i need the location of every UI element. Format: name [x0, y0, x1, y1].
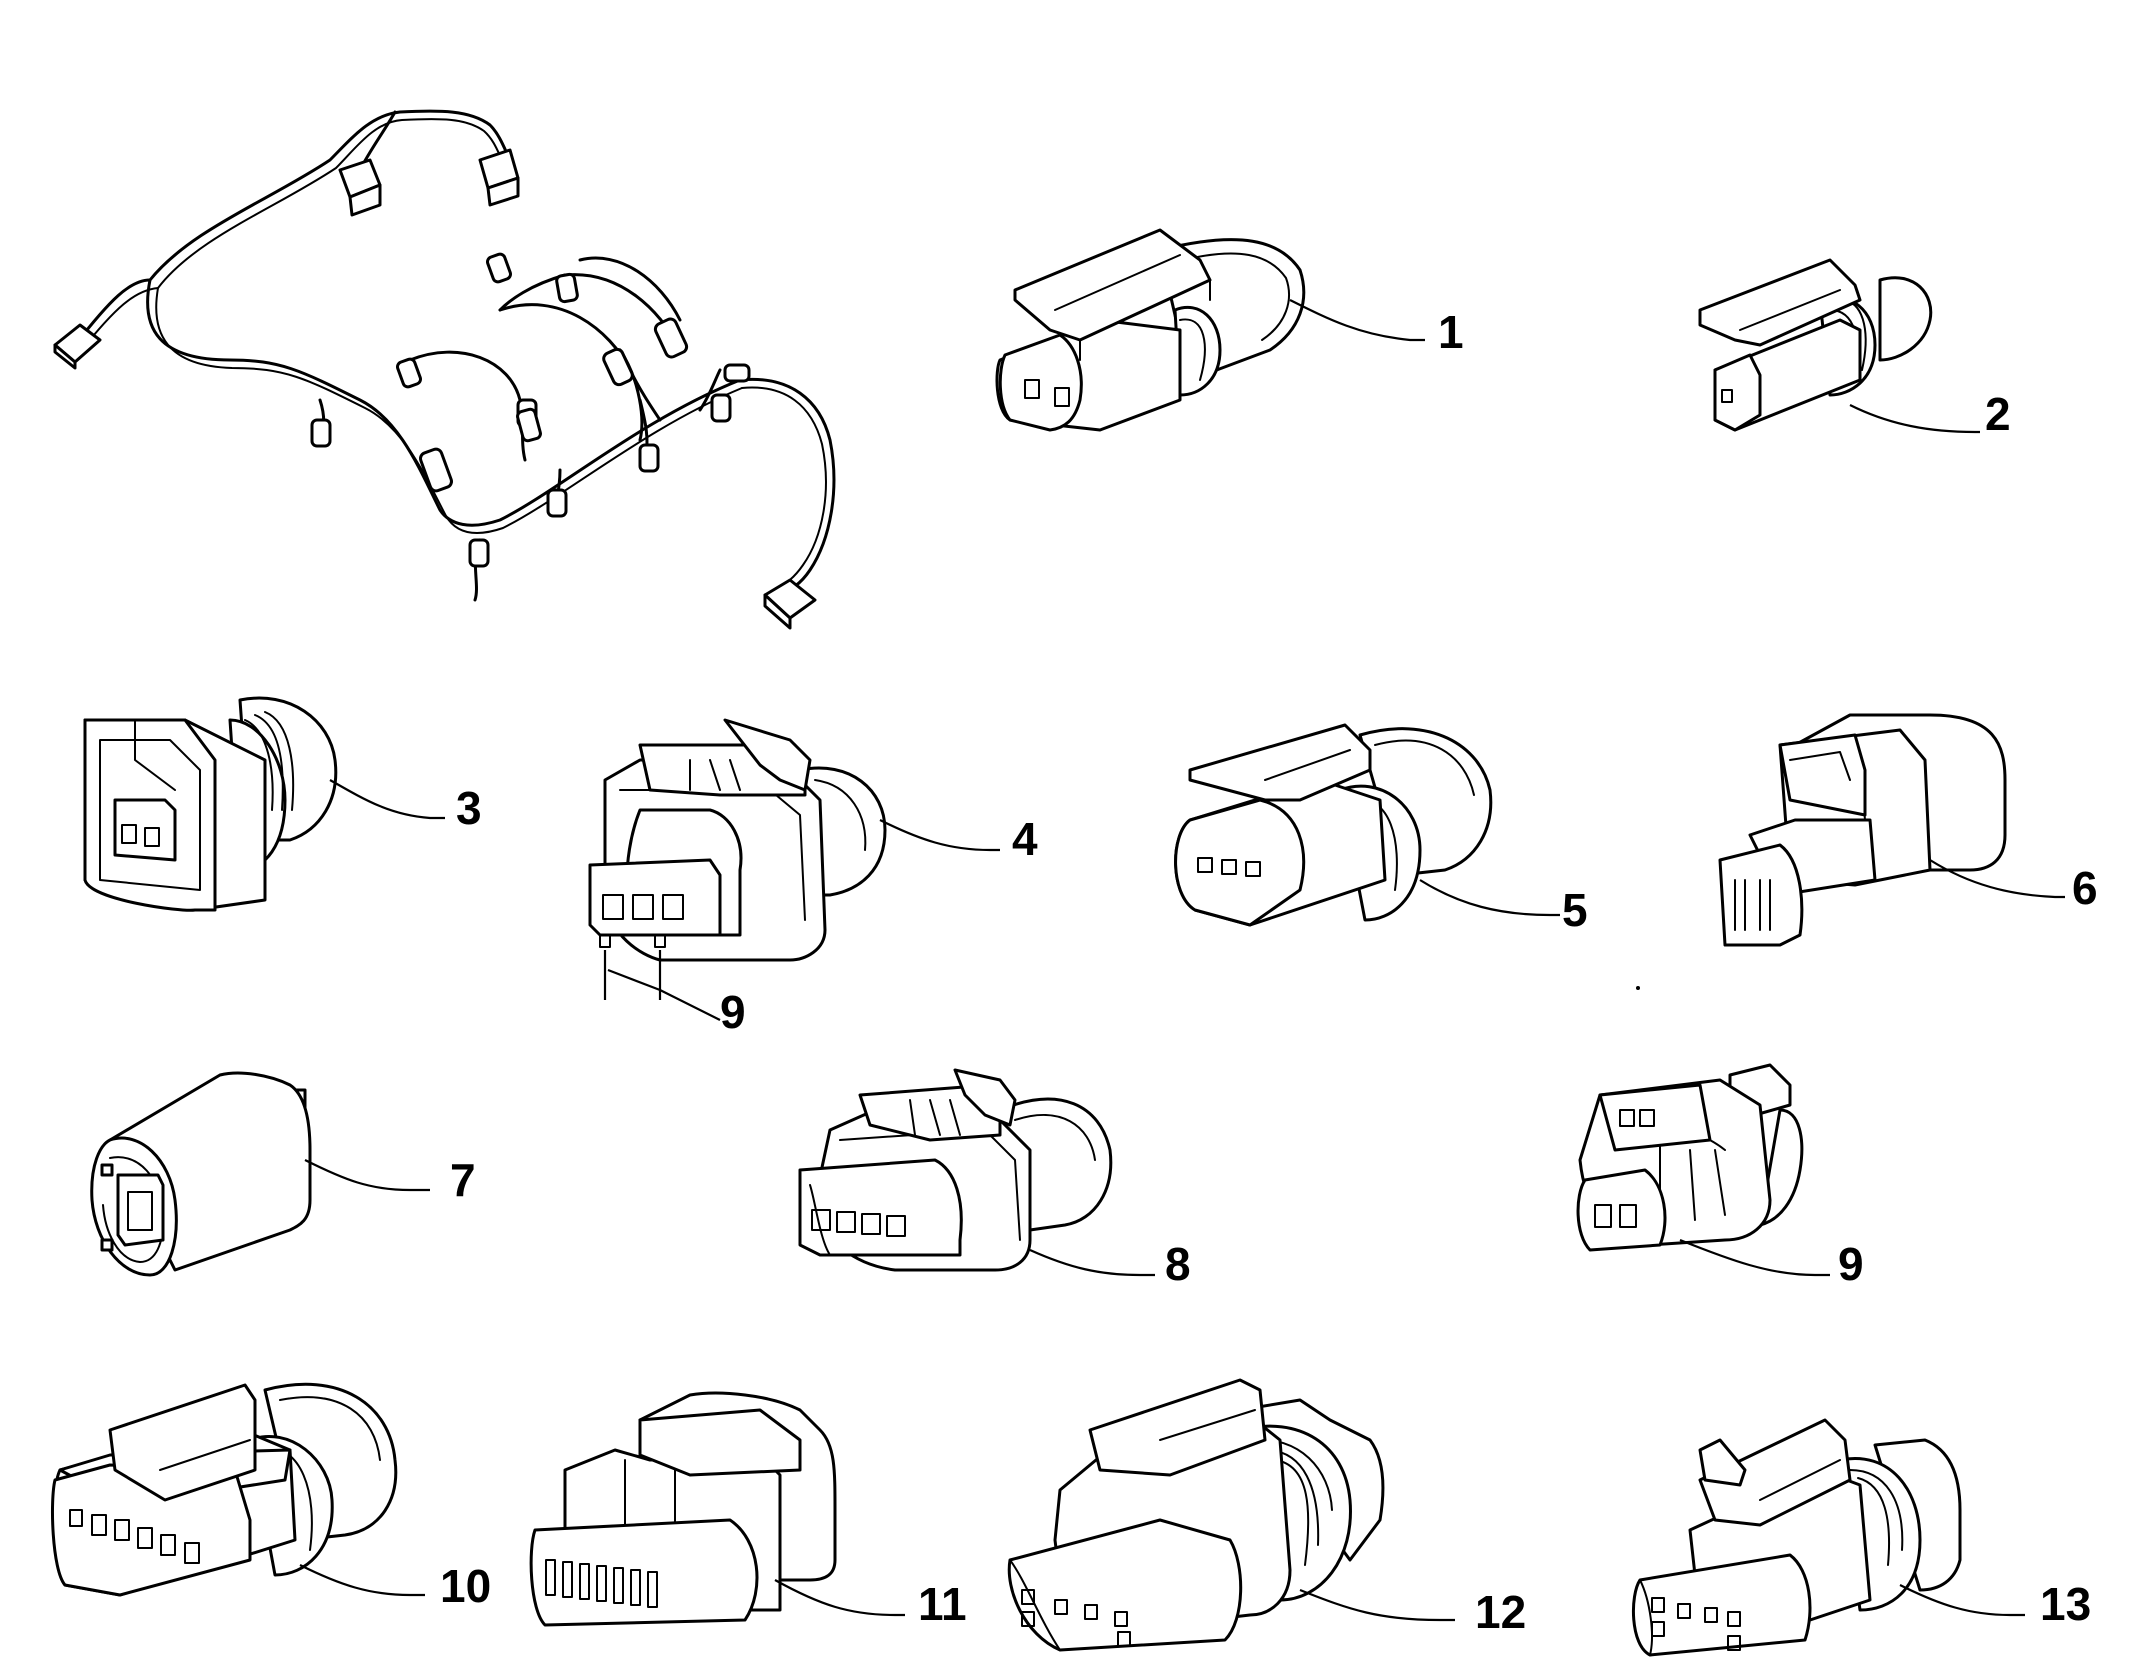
- leader-12: [1299, 1588, 1455, 1622]
- harness-plug-top-left: [338, 158, 382, 217]
- wiring-harness: [53, 109, 836, 630]
- callout-8: 8: [1165, 1238, 1191, 1290]
- leader-1: [1289, 299, 1425, 342]
- callout-6: 6: [2072, 862, 2098, 914]
- leader-8: [1029, 1248, 1155, 1277]
- connector-4: [588, 718, 887, 962]
- connector-9: [1576, 1063, 1804, 1252]
- connector-10: [51, 1382, 398, 1597]
- callout-11: 11: [918, 1578, 967, 1630]
- callout-4-dimension: 9: [720, 986, 746, 1038]
- connector-8: [798, 1068, 1113, 1272]
- leader-5: [1419, 879, 1560, 917]
- leader-4: [879, 819, 1000, 852]
- leader-10: [299, 1564, 425, 1597]
- connector-2: [1698, 258, 1933, 432]
- connector-11: [529, 1391, 837, 1627]
- connector-12: [1007, 1378, 1385, 1652]
- connector-3: [83, 696, 338, 912]
- stray-dot: [1636, 986, 1640, 990]
- connector-7: [90, 1071, 312, 1277]
- callout-12: 12: [1475, 1586, 1526, 1638]
- callout-4: 4: [1012, 813, 1038, 865]
- leader-2: [1849, 404, 1980, 434]
- harness-plug-top-right: [478, 148, 520, 207]
- connector-13: [1631, 1418, 1962, 1657]
- callout-9: 9: [1838, 1238, 1864, 1290]
- callout-2: 2: [1985, 388, 2011, 440]
- callout-13: 13: [2040, 1578, 2091, 1630]
- harness-terminals: [310, 252, 751, 568]
- harness-plug-left: [53, 323, 102, 370]
- callout-10: 10: [440, 1560, 491, 1612]
- callout-1: 1: [1438, 306, 1464, 358]
- connector-5: [1174, 723, 1493, 927]
- callout-3: 3: [456, 782, 482, 834]
- leader-3: [329, 779, 445, 820]
- harness-plug-bottom: [763, 578, 817, 630]
- leader-9: [1679, 1238, 1830, 1277]
- dimension-marker: [603, 950, 721, 1021]
- callout-7: 7: [450, 1154, 476, 1206]
- connector-6: [1718, 713, 2007, 947]
- leader-7: [304, 1159, 430, 1192]
- leader-6: [1929, 859, 2065, 899]
- callout-5: 5: [1562, 884, 1588, 936]
- leader-11: [774, 1579, 905, 1617]
- connector-1: [995, 228, 1306, 432]
- leader-13: [1899, 1584, 2025, 1617]
